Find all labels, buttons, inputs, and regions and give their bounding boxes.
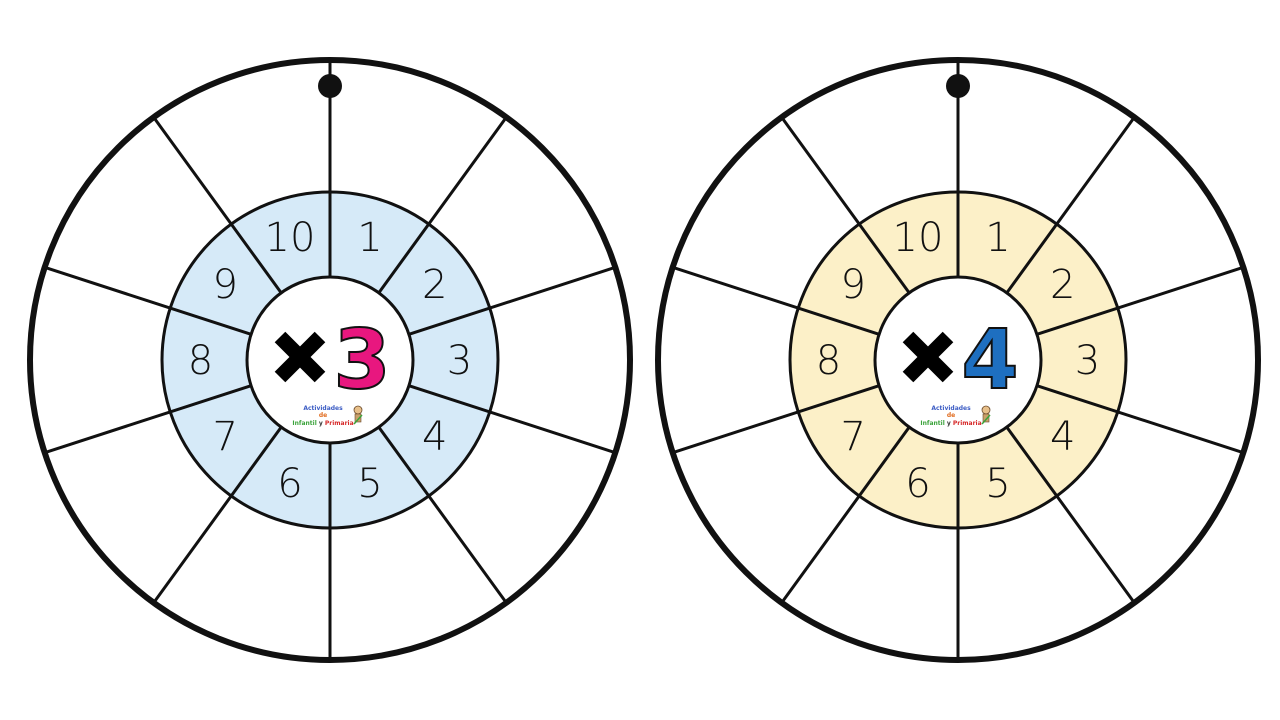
svg-text:de: de (319, 412, 327, 419)
multiply-icon (902, 331, 954, 383)
factor-number: 4 (422, 414, 447, 460)
factor-number: 6 (277, 461, 302, 507)
mascot-icon (353, 405, 363, 425)
factor-number: 5 (985, 461, 1010, 507)
factor-number: 1 (985, 215, 1010, 261)
factor-number: 8 (188, 338, 213, 384)
sector-divider (408, 265, 616, 336)
factor-number: 2 (422, 262, 447, 308)
factor-number: 9 (841, 262, 866, 308)
factor-number: 9 (213, 262, 238, 308)
pin-dot-icon (946, 74, 970, 98)
factor-number: 3 (1075, 338, 1100, 384)
center-hub (873, 275, 1043, 445)
sector-divider (377, 116, 508, 294)
center-hub (245, 275, 415, 445)
svg-text:de: de (947, 412, 955, 419)
factor-number: 8 (816, 338, 841, 384)
sector-divider (780, 426, 911, 604)
sector-divider (408, 384, 616, 455)
svg-text:Actividades: Actividades (931, 405, 971, 412)
sector-divider (44, 265, 252, 336)
factor-number: 6 (905, 461, 930, 507)
sector-divider (1005, 426, 1136, 604)
factor-number: 10 (893, 215, 944, 261)
sector-divider (1036, 384, 1244, 455)
sector-divider (672, 265, 880, 336)
factor-number: 5 (357, 461, 382, 507)
factor-number: 7 (213, 414, 238, 460)
factor-number: 4 (1050, 414, 1075, 460)
sector-divider (377, 426, 508, 604)
mascot-icon (981, 405, 991, 425)
multiplier-digit: 4 (961, 313, 1018, 408)
sector-divider (672, 384, 880, 455)
svg-text:Actividades: Actividades (303, 405, 343, 412)
sector-divider (152, 426, 283, 604)
factor-number: 1 (357, 215, 382, 261)
svg-text:Infantil y Primaria: Infantil y Primaria (920, 420, 981, 427)
factor-number: 3 (447, 338, 472, 384)
factor-number: 2 (1050, 262, 1075, 308)
pin-dot-icon (318, 74, 342, 98)
sector-divider (1005, 116, 1136, 294)
sector-divider (152, 116, 283, 294)
multiplier-digit: 3 (333, 313, 390, 408)
factor-number: 7 (841, 414, 866, 460)
sector-divider (44, 384, 252, 455)
factor-number: 10 (265, 215, 316, 261)
sector-divider (780, 116, 911, 294)
sector-divider (1036, 265, 1244, 336)
svg-text:Infantil y Primaria: Infantil y Primaria (292, 420, 353, 427)
multiply-icon (274, 331, 326, 383)
